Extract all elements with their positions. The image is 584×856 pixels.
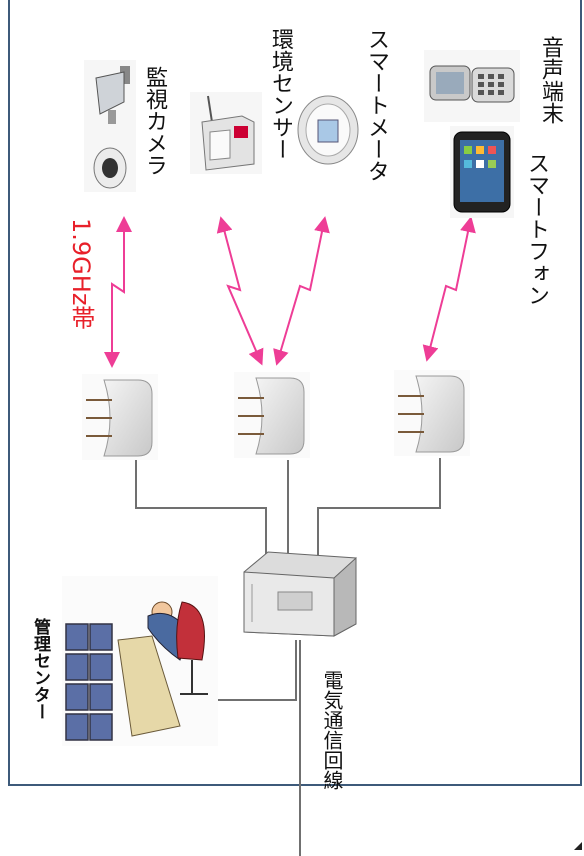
radio-link-camera: [104, 216, 132, 368]
radio-link-meter: [273, 216, 330, 366]
security-camera-icon: [84, 60, 136, 192]
flip-phone-icon: [424, 50, 520, 122]
smartphone-icon: [450, 126, 514, 218]
diagram-frame: [8, 0, 582, 786]
label-env-sensor: 環境センサー: [268, 28, 293, 160]
server-icon: [243, 551, 357, 637]
corner-mark: [574, 842, 582, 850]
label-management-center: 管理センター: [30, 618, 50, 720]
label-smartphone: スマートフォン: [524, 152, 549, 306]
operator-workstation-icon: [62, 576, 218, 746]
radio-link-env: [216, 216, 264, 366]
smart-meter-icon: [297, 95, 359, 165]
radio-link-phone: [422, 216, 476, 362]
base-station-3: [394, 370, 470, 456]
base-station-1: [82, 374, 158, 460]
label-voice-terminal: 音声端末: [538, 36, 563, 124]
base-station-2: [234, 372, 310, 458]
label-camera: 監視カメラ: [142, 66, 167, 176]
label-smart-meter: スマートメータ: [364, 28, 389, 182]
label-frequency-band: 1.9GHz帯: [67, 218, 95, 330]
label-telecom-line: 電気通信回線: [320, 670, 344, 790]
wired-links: [135, 458, 441, 856]
environment-sensor-icon: [190, 92, 262, 174]
radio-links: [104, 216, 476, 368]
